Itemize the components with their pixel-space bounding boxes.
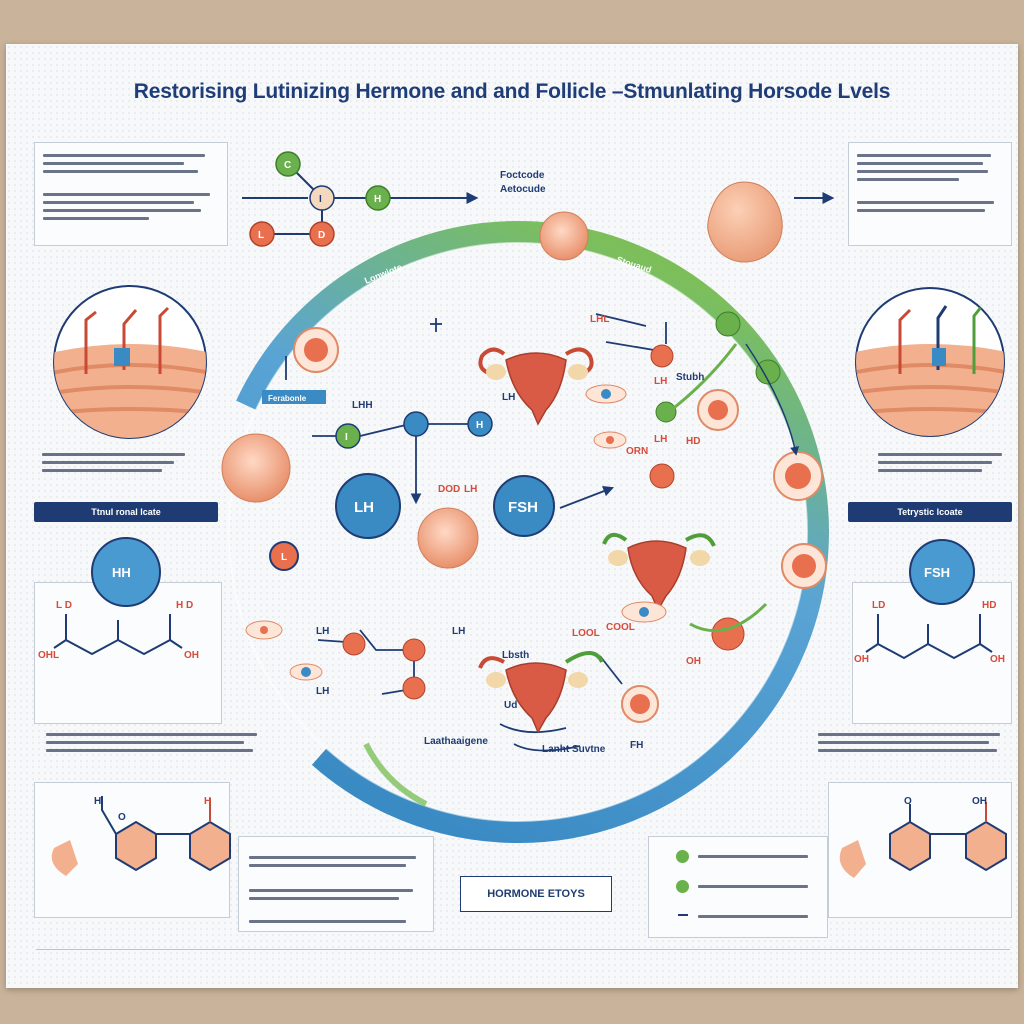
benzene-bottom-left xyxy=(51,796,231,876)
hub-small-right-label: FSH xyxy=(924,565,950,580)
eye-cells xyxy=(245,384,667,681)
footer-rule xyxy=(36,949,1010,950)
node-orange-l xyxy=(269,541,299,571)
label-lool: LOOL xyxy=(572,628,600,639)
node-i: I xyxy=(319,194,322,205)
label-lh-lower2: LH xyxy=(316,686,330,697)
label-lh-lower: LH xyxy=(316,626,330,637)
label-acto: Aetocude xyxy=(500,184,546,195)
chem-structure-left xyxy=(53,614,183,656)
center-nodes xyxy=(335,344,677,700)
egg-cell xyxy=(707,181,783,263)
bottom-chem-left-h2: H xyxy=(204,796,212,807)
chem-left-hd: H D xyxy=(176,600,194,611)
chem-structure-right xyxy=(865,614,993,660)
hormone-box: HORMONE ETOYS xyxy=(460,876,612,912)
uterus-bottom xyxy=(478,651,604,734)
bottom-chem-left-h: H xyxy=(94,796,102,807)
node-d: D xyxy=(318,230,325,241)
chem-left-ohl: OHL xyxy=(38,650,60,661)
node-i2: I xyxy=(345,432,348,443)
chem-right-oh2: OH xyxy=(990,654,1005,665)
bottom-chem-right-o: O xyxy=(904,796,912,807)
label-lanht: Lanht Suvtne xyxy=(542,744,606,755)
label-follicle: Foctcode xyxy=(500,170,545,181)
chem-right-hd: HD xyxy=(982,600,997,611)
hub-fsh xyxy=(493,475,555,537)
label-orn: ORN xyxy=(626,446,649,457)
hub-lh xyxy=(335,473,401,539)
tissue-left xyxy=(53,285,207,439)
chem-right-ld: LD xyxy=(872,600,886,611)
text-block-lower-right xyxy=(818,728,1008,757)
right-banner: Tetrystic lcoate xyxy=(848,502,1012,522)
node-c: C xyxy=(284,160,291,171)
text-panel-bottom-center-left xyxy=(238,836,434,932)
bottom-chem-right-oh: OH xyxy=(972,796,987,807)
poster-title: Restorising Lutinizing Hermone and and F… xyxy=(133,80,891,103)
hub-small-left-label: HH xyxy=(112,565,131,580)
cycle-ring-inner xyxy=(228,242,808,822)
left-banner: Ttnul ronal lcate xyxy=(34,502,218,522)
ring-cells xyxy=(221,211,827,723)
right-arc-green xyxy=(665,343,738,416)
ring-bottom-wave xyxy=(363,742,428,807)
benzene-bottom-right xyxy=(839,802,1007,878)
hub-small-right xyxy=(909,539,975,605)
chem-left-ohr: OH xyxy=(184,650,199,661)
top-molecule xyxy=(242,151,479,247)
label-lh-tiny: LH xyxy=(502,392,516,403)
right-arc-blue xyxy=(745,343,799,456)
label-dod: DOD xyxy=(438,484,461,495)
uterus-right xyxy=(602,532,716,612)
tissue-right xyxy=(855,287,1005,437)
right-arc-green2 xyxy=(689,602,768,633)
legend-row xyxy=(676,850,816,864)
ring-tab-label: Ferabonle xyxy=(268,394,307,403)
label-stub: Stubh xyxy=(676,372,705,383)
label-cool: COOL xyxy=(606,622,635,633)
cycle-ring xyxy=(207,221,829,843)
text-block-mid-right xyxy=(878,448,1008,477)
text-panel-top-left xyxy=(34,142,228,246)
node-h2: H xyxy=(476,420,483,431)
text-panel-top-right xyxy=(848,142,1012,246)
center-connections xyxy=(285,313,667,752)
label-oh-yellow: OH xyxy=(686,656,701,667)
hub-lh-label: LH xyxy=(354,499,374,516)
node-l2: L xyxy=(281,552,287,563)
cycle-diagram: Lonwiote Stouaud Ferabonle C I H L D Foc… xyxy=(51,151,1007,878)
label-lh-ring: LH xyxy=(654,376,668,387)
node-l: L xyxy=(258,230,264,241)
uterus-center xyxy=(478,347,594,426)
legend-row xyxy=(676,910,816,920)
label-lbtr: Lbsth xyxy=(502,650,530,661)
poster: Restorising Lutinizing Hermone and and F… xyxy=(6,44,1018,988)
chem-panel-right xyxy=(852,582,1012,724)
label-lh-bottom: LH xyxy=(654,434,668,445)
ring-tab xyxy=(262,390,326,404)
label-lhl: LHL xyxy=(590,314,610,325)
label-hd: HD xyxy=(686,436,701,447)
text-block-lower-left xyxy=(46,728,266,757)
label-laathaaigene: Laathaaigene xyxy=(424,736,488,747)
text-block-mid-left xyxy=(42,448,192,477)
hub-fsh-label: FSH xyxy=(508,499,538,516)
legend-row xyxy=(676,880,816,894)
label-ud: Ud xyxy=(504,700,518,711)
label-lh-small: LH xyxy=(464,484,478,495)
label-fh: FH xyxy=(630,740,644,751)
label-lh-right: LH xyxy=(452,626,466,637)
label-lhh: LHH xyxy=(352,400,373,411)
hub-small-left xyxy=(91,537,161,607)
chem-left-ld: L D xyxy=(56,600,72,611)
bottom-chem-left-o: O xyxy=(118,812,126,823)
chem-right-oh: OH xyxy=(854,654,869,665)
node-h: H xyxy=(374,194,381,205)
